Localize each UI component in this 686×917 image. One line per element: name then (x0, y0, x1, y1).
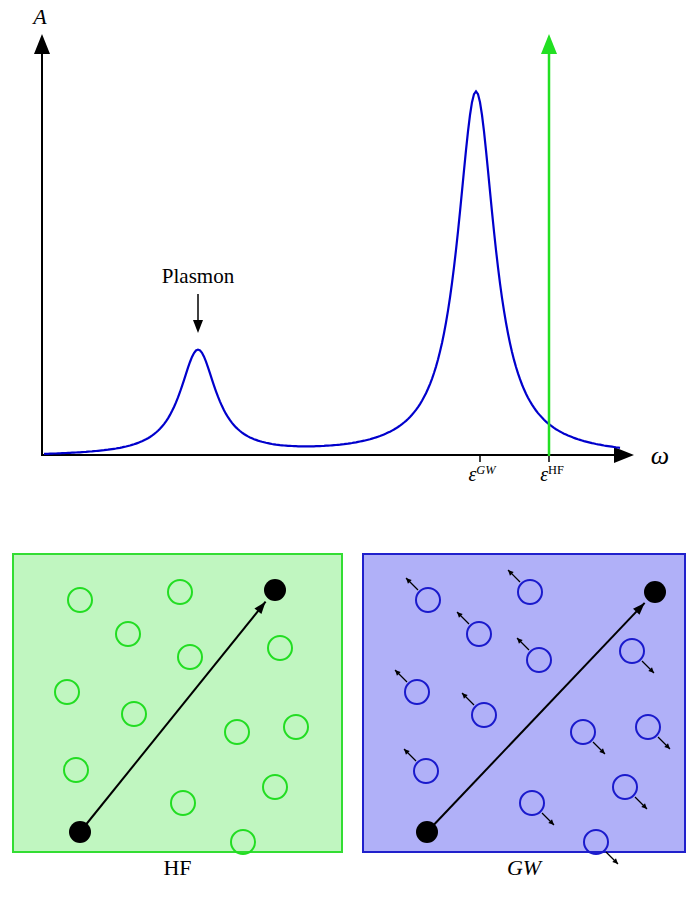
propagation-line (80, 602, 266, 832)
motion-arrow (517, 638, 529, 650)
motion-arrow (406, 578, 418, 590)
particle (268, 636, 292, 660)
hf-delta-head (541, 34, 557, 54)
motion-arrow (404, 749, 416, 761)
particle (168, 580, 192, 604)
particle (171, 791, 195, 815)
plasmon-leader-head (193, 320, 203, 333)
motion-arrow-head (599, 748, 605, 754)
motion-arrow-head (508, 570, 514, 576)
chart-label: εGW (468, 464, 495, 484)
tick (479, 455, 481, 462)
motion-arrow-head (641, 803, 647, 809)
particle (472, 703, 496, 727)
particle (571, 720, 595, 744)
propagation-head (633, 603, 645, 615)
motion-arrow-head (395, 670, 401, 676)
particle-illustration (362, 553, 686, 853)
propagation-line (427, 603, 645, 832)
particle (64, 758, 88, 782)
particle (263, 775, 287, 799)
tick (548, 455, 550, 462)
particle (414, 759, 438, 783)
motion-arrow-head (457, 612, 463, 618)
motion-arrow (395, 670, 407, 682)
particle (122, 702, 146, 726)
particle (178, 645, 202, 669)
motion-arrow-head (517, 638, 523, 644)
y-axis (41, 50, 43, 456)
motion-arrow (606, 852, 618, 864)
gas-box: HF (12, 553, 343, 853)
particle (520, 791, 544, 815)
particle (225, 720, 249, 744)
motion-arrow-head (664, 743, 670, 749)
particle (68, 588, 92, 612)
box-caption: GW (364, 855, 684, 881)
chart-label: ω (651, 443, 669, 469)
particle-dot (264, 579, 286, 601)
particle (584, 830, 608, 854)
box-caption: HF (14, 855, 341, 881)
motion-arrow (593, 742, 605, 754)
particle (55, 680, 79, 704)
x-axis-head (614, 447, 634, 463)
particle (613, 775, 637, 799)
spectral-curve (44, 91, 620, 454)
propagation-head (254, 602, 265, 614)
hf-delta-line (548, 50, 551, 456)
y-axis-head (34, 34, 50, 54)
motion-arrow (542, 813, 554, 825)
particle (405, 680, 429, 704)
chart-label: Plasmon (162, 266, 234, 287)
particle (231, 830, 255, 854)
motion-arrow-head (648, 667, 654, 673)
particle-dot (416, 821, 438, 843)
motion-arrow (642, 661, 654, 673)
particle (518, 580, 542, 604)
chart-label: εHF (540, 464, 564, 484)
particle-dot (69, 821, 91, 843)
motion-arrow (658, 737, 670, 749)
particle-dot (644, 581, 666, 603)
particle (636, 715, 660, 739)
particle (116, 622, 140, 646)
particle (620, 639, 644, 663)
x-axis (42, 454, 618, 456)
motion-arrow (457, 612, 469, 624)
motion-arrow-head (548, 819, 554, 825)
motion-arrow-head (406, 578, 412, 584)
motion-arrow-head (462, 693, 468, 699)
motion-arrow (508, 570, 520, 582)
motion-arrow (635, 797, 647, 809)
motion-arrow-head (612, 858, 618, 864)
particle-illustration (12, 553, 343, 853)
gas-box: GW (362, 553, 686, 853)
chart-label: A (33, 6, 46, 28)
motion-arrow-head (404, 749, 410, 755)
motion-arrow (462, 693, 474, 705)
particle (284, 715, 308, 739)
particle (527, 648, 551, 672)
plasmon-leader (197, 294, 199, 322)
particle (467, 622, 491, 646)
particle (416, 588, 440, 612)
